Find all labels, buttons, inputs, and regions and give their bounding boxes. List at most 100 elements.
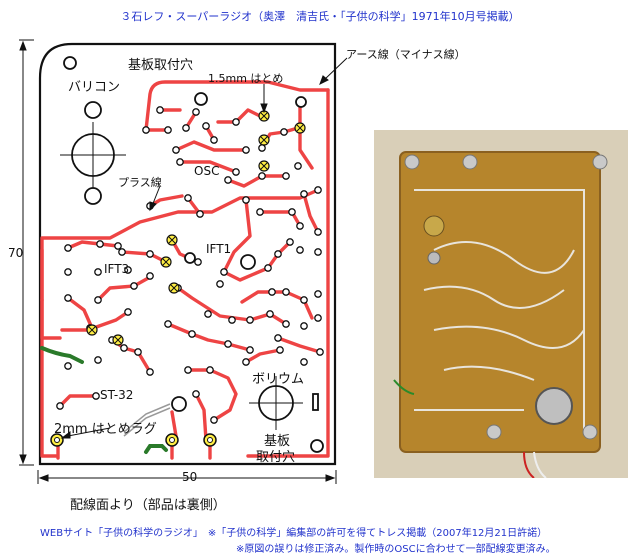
solder-pad bbox=[176, 158, 184, 166]
solder-pad bbox=[268, 288, 276, 296]
solder-pad bbox=[156, 106, 164, 114]
solder-pad bbox=[142, 126, 150, 134]
lead-wire bbox=[123, 403, 171, 433]
varicon-hole-upper bbox=[84, 101, 102, 119]
solder-pad bbox=[300, 296, 308, 304]
solder-pad bbox=[194, 258, 202, 266]
mount-hole-top bbox=[194, 92, 208, 106]
solder-pad bbox=[264, 264, 272, 272]
solder-pad bbox=[282, 320, 290, 328]
mount-hole-top-left bbox=[63, 56, 77, 70]
solder-pad bbox=[146, 272, 154, 280]
solder-pad bbox=[314, 228, 322, 236]
solder-pad bbox=[216, 280, 224, 288]
solder-pad bbox=[188, 330, 196, 338]
label-plus-line: プラス線 bbox=[118, 176, 162, 189]
solder-pad bbox=[64, 294, 72, 302]
solder-pad bbox=[256, 208, 264, 216]
solder-pad bbox=[276, 346, 284, 354]
solder-pad bbox=[146, 250, 154, 258]
label-earth-line: アース線（マイナス線） bbox=[346, 48, 466, 61]
solder-pad bbox=[182, 124, 190, 132]
solder-pad bbox=[130, 282, 138, 290]
leaders bbox=[60, 57, 348, 439]
label-ift3: IFT3 bbox=[104, 262, 130, 276]
dimension-width bbox=[37, 470, 337, 484]
label-kiban-top: 基板取付穴 bbox=[128, 58, 194, 73]
solder-pad bbox=[300, 190, 308, 198]
solder-pad bbox=[314, 186, 322, 194]
solder-pad bbox=[94, 356, 102, 364]
solder-pad bbox=[232, 118, 240, 126]
solder-pad bbox=[258, 172, 266, 180]
solder-pad bbox=[286, 238, 294, 246]
solder-pad bbox=[282, 172, 290, 180]
solder-pad bbox=[96, 240, 104, 248]
solder-pad bbox=[114, 242, 122, 250]
dimension-height bbox=[19, 39, 34, 466]
solder-pad bbox=[146, 368, 154, 376]
solder-pad bbox=[300, 322, 308, 330]
jumper-bottom bbox=[144, 444, 168, 454]
volume-tab bbox=[312, 393, 319, 411]
solder-pad bbox=[242, 146, 250, 154]
footer-line-1: WEBサイト「子供の科学のラジオ」 ※「子供の科学」編集部の許可を得てトレス掲載… bbox=[40, 528, 548, 539]
solder-pad bbox=[210, 416, 218, 424]
solder-pad bbox=[192, 390, 200, 398]
solder-pad bbox=[64, 362, 72, 370]
solder-pad bbox=[124, 266, 132, 274]
jumpers bbox=[40, 346, 168, 454]
solder-pad bbox=[258, 144, 266, 152]
solder-pad bbox=[274, 334, 282, 342]
solder-pad bbox=[246, 346, 254, 354]
solder-pad bbox=[164, 320, 172, 328]
solder-pad bbox=[224, 340, 232, 348]
solder-pad bbox=[206, 366, 214, 374]
lugs bbox=[50, 433, 217, 447]
solder-pad bbox=[196, 210, 204, 218]
st32-hole bbox=[171, 396, 187, 412]
solder-pad bbox=[204, 310, 212, 318]
solder-pad bbox=[184, 194, 192, 202]
label-kiban-bottom-1: 基板 bbox=[264, 434, 291, 449]
mount-hole-bottom-right bbox=[310, 439, 324, 453]
solder-pad bbox=[120, 344, 128, 352]
solder-pad bbox=[266, 310, 274, 318]
solder-pad bbox=[242, 358, 250, 366]
solder-pad bbox=[202, 122, 210, 130]
solder-pad bbox=[94, 296, 102, 304]
solder-pad bbox=[64, 244, 72, 252]
label-ift1: IFT1 bbox=[206, 242, 232, 256]
footer-line-2: ※原図の誤りは修正済み。製作時のOSCに合わせて一部配線変更済み。 bbox=[236, 544, 556, 555]
label-st32: ST-32 bbox=[100, 388, 134, 402]
label-kiban-bottom-2: 取付穴 bbox=[256, 450, 296, 465]
solder-pad bbox=[210, 136, 218, 144]
solder-pad bbox=[56, 402, 64, 410]
solder-pad bbox=[232, 168, 240, 176]
dimension-width-label: 50 bbox=[182, 470, 198, 484]
caption: 配線面より（部品は裏側） bbox=[70, 498, 226, 513]
solder-pad bbox=[220, 268, 228, 276]
varicon-hole-lower bbox=[84, 187, 102, 205]
solder-pad bbox=[64, 268, 72, 276]
solder-pad bbox=[164, 126, 172, 134]
ift1-can bbox=[240, 254, 256, 270]
solder-pad bbox=[288, 208, 296, 216]
solder-pad bbox=[246, 316, 254, 324]
label-volume: ボリウム bbox=[252, 372, 305, 387]
solder-pad bbox=[242, 196, 250, 204]
solder-pad bbox=[92, 392, 100, 400]
solder-pad bbox=[134, 348, 142, 356]
solder-pad bbox=[192, 108, 200, 116]
solder-pad bbox=[294, 162, 302, 170]
board-photo bbox=[374, 130, 628, 479]
label-eyelet-lug: 2mm はとめラグ bbox=[54, 422, 157, 437]
dimension-height-label: 70 bbox=[8, 246, 24, 260]
ift1-can-2 bbox=[184, 252, 196, 264]
solder-pad bbox=[296, 246, 304, 254]
solder-pad bbox=[296, 222, 304, 230]
solder-pad bbox=[274, 250, 282, 258]
solder-pad bbox=[314, 290, 322, 298]
solder-pad bbox=[172, 146, 180, 154]
